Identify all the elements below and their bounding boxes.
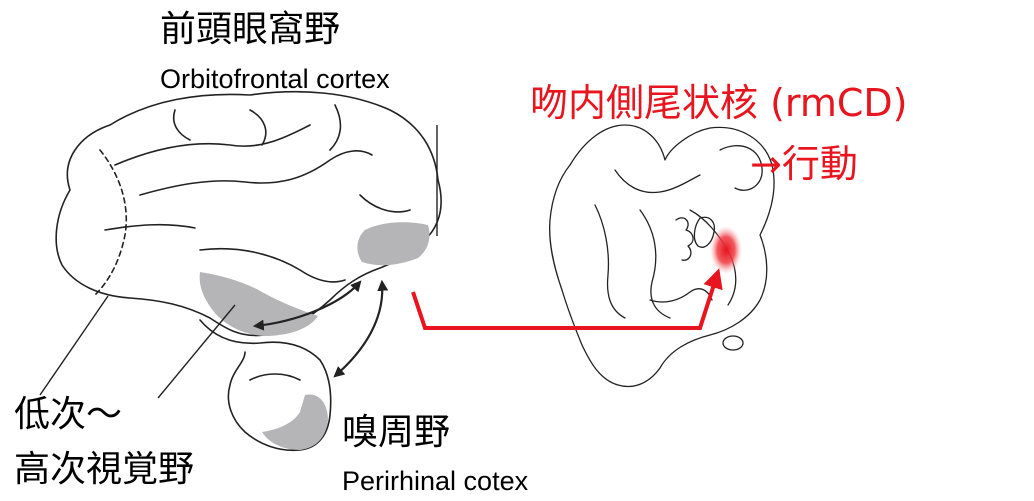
ofc-label-jp: 前頭眼窩野 <box>160 12 340 48</box>
sulcus-1 <box>115 125 310 165</box>
inner-fold-1 <box>615 170 700 193</box>
inner-fold-2 <box>595 205 625 318</box>
visual-pointer-2 <box>158 305 235 398</box>
visual-pointer-1 <box>40 296 108 395</box>
sulcus-4 <box>250 110 266 145</box>
visual-cortex-label-line2: 高次視覚野 <box>14 452 194 488</box>
perirhinal-label-jp: 嗅周野 <box>342 415 450 451</box>
sulcus-5 <box>174 110 190 140</box>
sulcus-2 <box>140 151 372 195</box>
caudate-lobules <box>676 218 693 260</box>
action-label: →行動 <box>750 145 858 183</box>
lower-structure <box>650 289 712 302</box>
rmcd-label: 吻内側尾状核 (rmCD) <box>530 84 908 122</box>
sulcus-3 <box>105 225 195 230</box>
sulcus-6 <box>330 105 340 150</box>
rmcd-hotspot <box>710 226 742 274</box>
sulcus-8 <box>360 195 410 212</box>
orbitofrontal-region <box>357 222 429 265</box>
visual-cortex-label-line1: 低次〜 <box>14 397 122 433</box>
small-oval <box>723 336 743 350</box>
sulcus-9 <box>250 374 300 380</box>
visual-boundary-dashed <box>95 150 126 295</box>
perirhinal-region <box>262 394 328 450</box>
ofc-label-en: Orbitofrontal cortex <box>160 66 390 93</box>
perirhinal-label-en: Perirhinal cotex <box>342 468 528 495</box>
